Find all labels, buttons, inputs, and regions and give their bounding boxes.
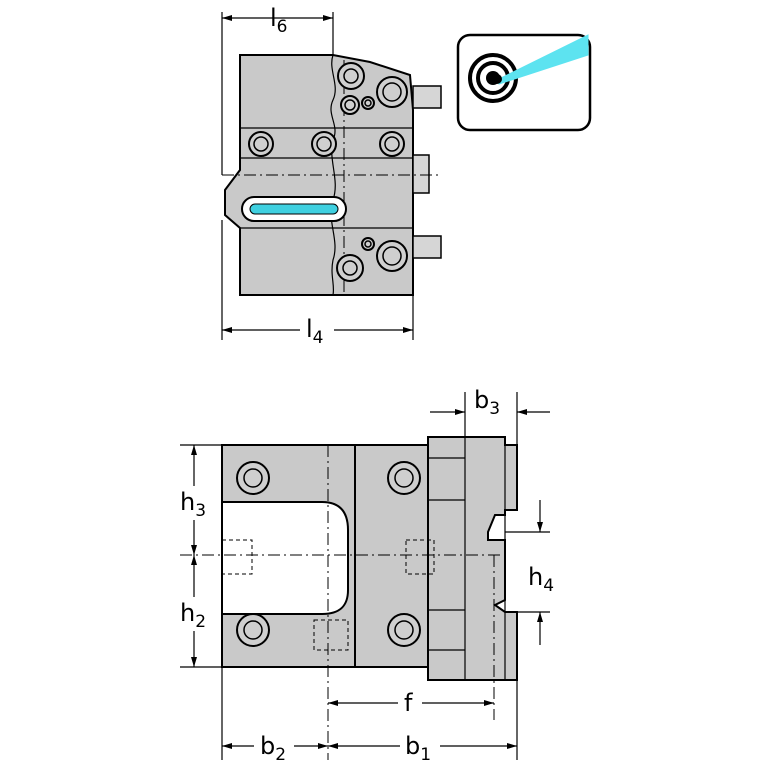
l4-label: l4: [306, 315, 324, 348]
top-view-screw-2: [311, 131, 337, 157]
top-view-pin-mid: [412, 154, 430, 194]
bottom-view-screw-1: [236, 461, 270, 495]
h4-label: h4: [528, 563, 554, 596]
top-view-screw-upper-1: [337, 62, 365, 90]
coolant-slot-fill: [249, 203, 339, 215]
top-view-screw-lower-1: [376, 240, 408, 272]
bottom-view: b3 h3 h2 h4 f b2 b1: [178, 386, 554, 765]
l6-label: l6: [270, 4, 288, 37]
bottom-view-hidden-pocket-2: [405, 539, 435, 575]
bottom-view-u-slot: [221, 501, 349, 615]
bottom-view-hidden-pocket-3: [313, 619, 349, 651]
top-view-break-line: [330, 54, 336, 296]
h3-label: h3: [180, 488, 206, 521]
top-view-screw-lower-3: [361, 237, 375, 251]
top-view-pin-top: [412, 85, 442, 109]
bottom-view-screw-2: [387, 461, 421, 495]
top-view-screw-upper-3: [340, 95, 360, 115]
bottom-view-screw-3: [236, 613, 270, 647]
top-view-pin-bottom: [412, 235, 442, 259]
h2-label-bg: [178, 597, 218, 631]
f-label-bg: [398, 688, 422, 716]
f-label: f: [404, 689, 413, 717]
top-view-screw-1: [248, 131, 274, 157]
h3-label-bg: [178, 486, 218, 520]
bottom-view-right-stepped: [427, 436, 518, 681]
bottom-view-screw-4: [387, 613, 421, 647]
top-view: l6 l4: [221, 4, 442, 348]
top-view-screw-3: [379, 131, 405, 157]
b2-label-bg: [254, 730, 294, 762]
b1-label: b1: [405, 732, 431, 765]
b3-label: b3: [474, 386, 500, 419]
l4-label-bg: [300, 314, 334, 344]
top-view-screw-upper-4: [361, 96, 375, 110]
top-view-screw-upper-2: [376, 76, 408, 108]
coolant-badge: [456, 33, 592, 132]
b2-label: b2: [260, 732, 286, 765]
bottom-view-hidden-pocket-1: [221, 539, 253, 575]
h2-label: h2: [180, 599, 206, 632]
internal-coolant-target-icon: [468, 34, 589, 103]
b1-label-bg: [400, 730, 440, 762]
top-view-screw-lower-2: [336, 254, 364, 282]
